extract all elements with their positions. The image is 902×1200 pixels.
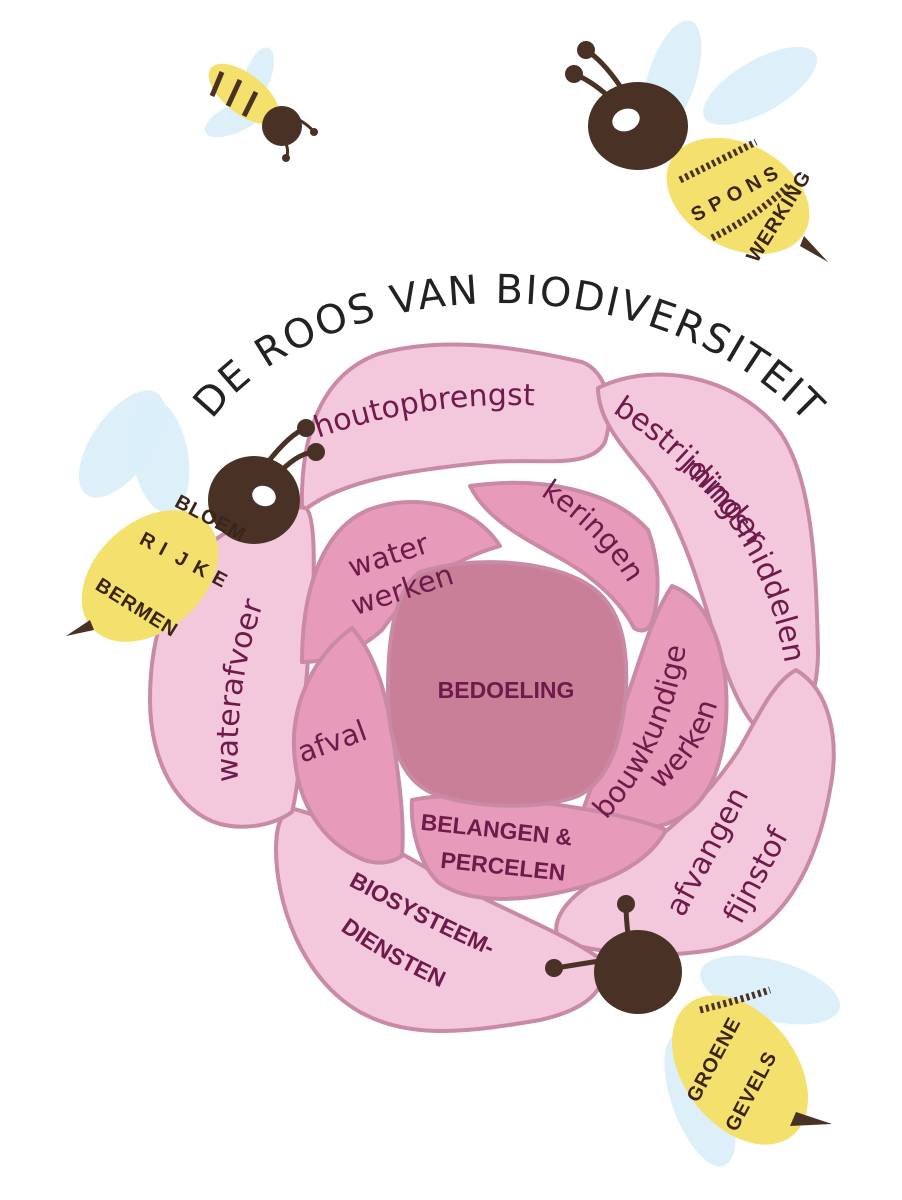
inner-petals <box>291 480 729 901</box>
bee-stinger <box>800 236 828 262</box>
bee-bloemrijke-bermen: BLOEM R I J K E BERMEN <box>66 390 325 642</box>
bee-eye <box>252 485 276 507</box>
label-bedoeling: BEDOELING <box>438 677 575 703</box>
bee-antenna-tip <box>282 154 290 162</box>
bee-antenna-tip <box>577 41 595 59</box>
bee-stripe <box>678 138 758 184</box>
inner-petal-keringen <box>468 480 660 633</box>
inner-petal-water-werken <box>300 500 502 664</box>
bee-antenna-tip <box>297 419 315 437</box>
bee-body <box>208 63 280 125</box>
bee-groene-gevels: GROENE GEVELS <box>545 895 840 1167</box>
bee-stinger <box>66 620 94 636</box>
bee-stripe <box>699 986 772 1014</box>
bee-eye <box>612 108 640 132</box>
bee-stinger <box>790 1112 832 1126</box>
bee-head <box>588 82 688 170</box>
bee-wing <box>703 46 817 126</box>
bee-antenna-tip <box>307 443 325 461</box>
bee-antenna-tip <box>565 65 583 83</box>
bee-antenna-tip <box>310 128 318 136</box>
bee-stripe <box>710 181 793 242</box>
bee-stripe <box>241 90 259 118</box>
bee-wing <box>130 398 190 514</box>
bee-stripe <box>209 71 225 97</box>
bee-antenna-tip <box>545 959 563 977</box>
bee-spons-werking: S P O N S WERKING <box>565 20 828 266</box>
outer-petal-houtopbrengst <box>299 342 612 514</box>
bee-small <box>204 47 318 162</box>
bee-head <box>262 106 302 146</box>
bee-body <box>672 995 808 1145</box>
center-bedoeling <box>385 560 629 808</box>
bee-body <box>81 510 219 642</box>
bee-head <box>594 930 682 1014</box>
bee-stripe <box>225 78 243 108</box>
bee-antenna-tip <box>617 895 635 913</box>
